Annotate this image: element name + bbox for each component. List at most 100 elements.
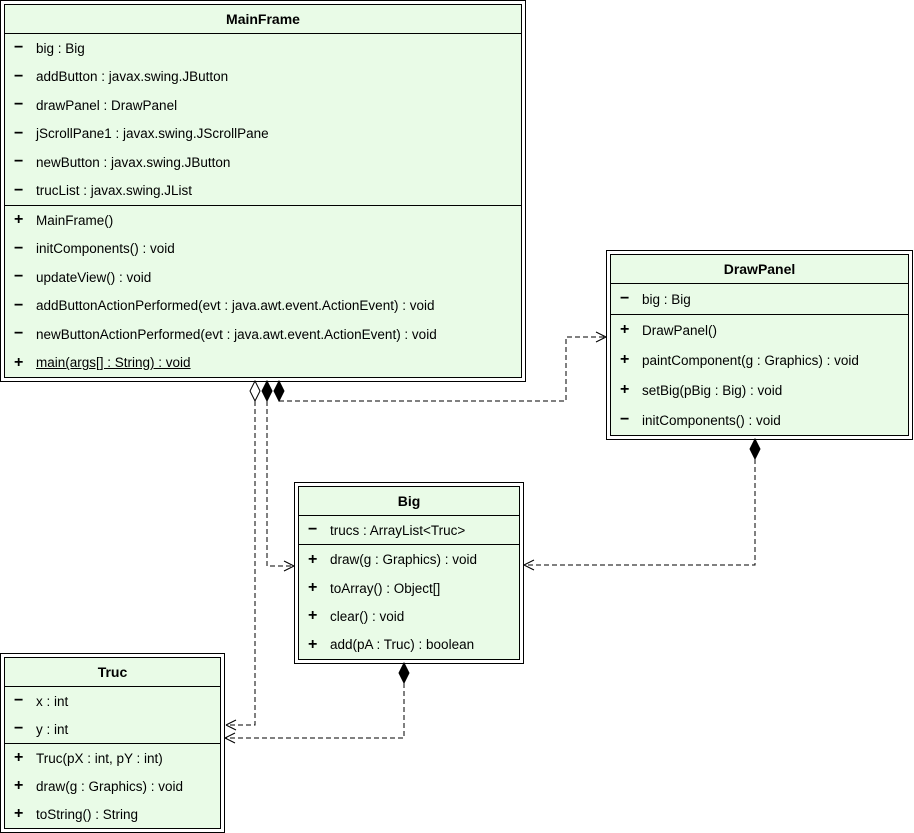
attribute-row: −trucList : javax.swing.JList (5, 177, 521, 206)
member-label: jScrollPane1 : javax.swing.JScrollPane (36, 126, 269, 142)
visibility-marker: + (14, 777, 24, 794)
filled-diamond-icon (261, 379, 273, 403)
attribute-row: −jScrollPane1 : javax.swing.JScrollPane (5, 120, 521, 149)
method-row: + MainFrame() (5, 206, 521, 235)
attribute-row: −drawPanel : DrawPanel (5, 91, 521, 120)
class-title: Truc (5, 658, 220, 687)
visibility-marker: − (14, 153, 24, 171)
open-arrow-icon (595, 331, 607, 343)
method-row: −initComponents() : void (5, 235, 521, 264)
member-label: paintComponent(g : Graphics) : void (642, 352, 859, 368)
class-truc: Truc −x : int −y : int + Truc(pX : int, p… (0, 653, 225, 833)
visibility-marker: − (14, 296, 24, 314)
member-label: newButtonActionPerformed(evt : java.awt.… (36, 326, 437, 342)
method-row: + DrawPanel() (611, 315, 908, 345)
hollow-diamond-icon (249, 379, 261, 403)
attribute-row: −trucs : ArrayList<Truc> (299, 516, 519, 544)
attribute-row: −addButton : javax.swing.JButton (5, 63, 521, 92)
visibility-marker: + (308, 607, 318, 625)
member-label: initComponents() : void (642, 412, 781, 428)
class-mainframe: MainFrame −big : Big −addButton : javax.… (0, 0, 526, 382)
visibility-marker: − (14, 325, 24, 343)
method-row: + toArray() : Object[] (299, 574, 519, 602)
class-drawpanel: DrawPanel −big : Big +DrawPanel() +paint… (606, 250, 913, 440)
method-row: + draw(g : Graphics) : void (5, 772, 220, 800)
visibility-marker: + (308, 635, 318, 653)
method-row: + paintComponent(g : Graphics) : void (611, 345, 908, 375)
member-label: setBig(pBig : Big) : void (642, 382, 783, 398)
visibility-marker: + (620, 351, 630, 368)
method-row: −initComponents() : void (611, 405, 908, 435)
visibility-marker: − (14, 124, 24, 142)
member-label: big : Big (36, 40, 85, 56)
visibility-marker: − (14, 181, 24, 199)
member-label: add(pA : Truc) : boolean (330, 637, 475, 653)
visibility-marker: + (14, 211, 24, 229)
relation-mainframe-big-composition (261, 379, 295, 572)
member-label: newButton : javax.swing.JButton (36, 154, 231, 170)
filled-diamond-icon (749, 437, 761, 461)
relation-drawpanel-big-composition (523, 437, 761, 571)
member-label: x : int (36, 693, 69, 709)
attribute-row: −x : int (5, 687, 220, 715)
member-label: toArray() : Object[] (330, 580, 441, 596)
class-title: MainFrame (5, 5, 521, 34)
open-arrow-icon (523, 559, 535, 571)
member-label: drawPanel : DrawPanel (36, 97, 178, 113)
class-title: Big (299, 487, 519, 516)
member-label: big : Big (642, 291, 691, 307)
method-row-static-main: + main(args[] : String) : void (5, 349, 521, 378)
method-row: + setBig(pBig : Big) : void (611, 375, 908, 405)
method-row: + add(pA : Truc) : boolean (299, 631, 519, 659)
visibility-marker: + (308, 550, 318, 568)
method-row: + Truc(pX : int, pY : int) (5, 744, 220, 772)
member-label: trucs : ArrayList<Truc> (330, 522, 466, 538)
filled-diamond-icon (273, 379, 285, 403)
member-label: clear() : void (330, 608, 405, 624)
method-row: + draw(g : Graphics) : void (299, 545, 519, 573)
attribute-row: −y : int (5, 715, 220, 743)
member-label: updateView() : void (36, 269, 152, 285)
visibility-marker: − (14, 96, 24, 114)
method-row: −addButtonActionPerformed(evt : java.awt… (5, 292, 521, 321)
method-row: −updateView() : void (5, 263, 521, 292)
member-label: MainFrame() (36, 212, 114, 228)
member-label: y : int (36, 721, 69, 737)
method-row: + clear() : void (299, 602, 519, 630)
open-arrow-icon (224, 732, 236, 744)
open-arrow-icon (225, 719, 237, 731)
member-label: DrawPanel() (642, 322, 718, 338)
method-row: −newButtonActionPerformed(evt : java.awt… (5, 320, 521, 349)
visibility-marker: + (308, 579, 318, 597)
visibility-marker: + (14, 805, 24, 822)
visibility-marker: − (308, 521, 318, 539)
visibility-marker: − (14, 39, 24, 57)
class-title: DrawPanel (611, 255, 908, 284)
relation-big-truc-composition (224, 661, 410, 744)
attribute-row: −newButton : javax.swing.JButton (5, 148, 521, 177)
visibility-marker: + (14, 749, 24, 766)
member-label: main(args[] : String) : void (36, 355, 191, 371)
visibility-marker: + (14, 353, 24, 371)
visibility-marker: − (620, 290, 630, 307)
visibility-marker: − (620, 411, 630, 428)
filled-diamond-icon (398, 661, 410, 685)
visibility-marker: − (14, 268, 24, 286)
member-label: draw(g : Graphics) : void (330, 552, 478, 568)
open-arrow-icon (283, 560, 295, 572)
visibility-marker: − (14, 67, 24, 85)
visibility-marker: + (620, 381, 630, 398)
visibility-marker: − (14, 720, 24, 737)
member-label: Truc(pX : int, pY : int) (36, 750, 163, 766)
member-label: toString() : String (36, 806, 139, 822)
method-row: + toString() : String (5, 800, 220, 828)
visibility-marker: − (14, 692, 24, 709)
attribute-row: −big : Big (5, 34, 521, 63)
member-label: addButtonActionPerformed(evt : java.awt.… (36, 298, 435, 314)
visibility-marker: − (14, 239, 24, 257)
member-label: draw(g : Graphics) : void (36, 778, 184, 794)
attribute-row: −big : Big (611, 284, 908, 314)
member-label: initComponents() : void (36, 241, 175, 257)
visibility-marker: + (620, 321, 630, 338)
relation-mainframe-truc-aggregation (225, 379, 261, 731)
